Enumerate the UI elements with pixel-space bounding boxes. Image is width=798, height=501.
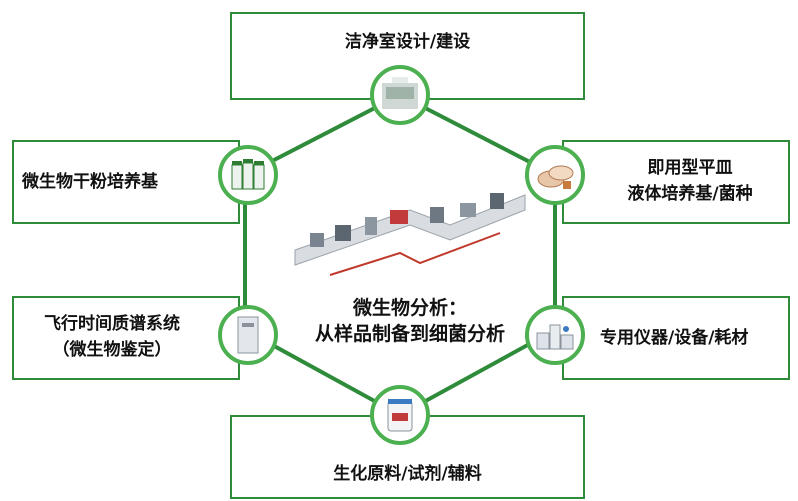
cleanroom-node[interactable]: [370, 65, 430, 125]
instruments-box[interactable]: [562, 296, 790, 380]
maldi-label-2: （微生物鉴定）: [52, 340, 172, 360]
reagent-bucket-icon: [387, 399, 413, 432]
plate-node[interactable]: [525, 145, 585, 205]
instruments-node[interactable]: [525, 305, 585, 365]
medium-bottles-icon: [231, 159, 265, 190]
dry-medium-box[interactable]: [12, 140, 240, 224]
center-title-2: 从样品制备到细菌分析: [314, 323, 505, 345]
plate-label-2: 液体培养基/菌种: [627, 184, 753, 204]
cleanroom-label: 洁净室设计/建设: [344, 32, 471, 52]
cleanroom-icon: [382, 77, 418, 109]
maldi-node[interactable]: [218, 305, 278, 365]
petri-dish-icon: [537, 165, 574, 189]
lab-line-illustration: [294, 193, 526, 276]
dry-medium-node[interactable]: [218, 145, 278, 205]
reagents-label: 生化原料/试剂/辅料: [333, 464, 482, 484]
mass-spectrometer-icon: [237, 316, 259, 354]
maldi-label-1: 飞行时间质谱系统: [44, 314, 180, 334]
instruments-label: 专用仪器/设备/耗材: [600, 328, 749, 348]
dry-medium-label: 微生物干粉培养基: [22, 172, 158, 192]
reagents-node[interactable]: [370, 385, 430, 445]
plate-label-1: 即用型平皿: [647, 158, 733, 178]
cleanroom-box[interactable]: [230, 12, 585, 100]
lab-instruments-icon: [536, 324, 574, 350]
center-title-1: 微生物分析：: [352, 297, 467, 319]
